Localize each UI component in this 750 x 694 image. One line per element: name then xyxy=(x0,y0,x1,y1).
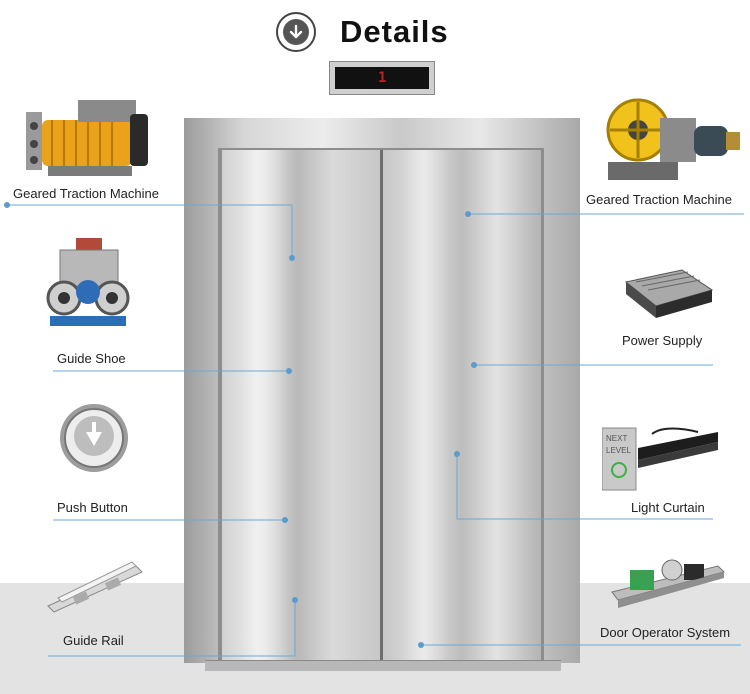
page-title: Details xyxy=(340,14,449,49)
floor-indicator-digit: 1 xyxy=(378,70,387,86)
light-curtain-sign-text-2: LEVEL xyxy=(606,446,631,455)
light-curtain-sign-text-1: NEXT xyxy=(606,434,628,443)
push-button-image xyxy=(58,402,130,474)
part-label-door-operator-system: Door Operator System xyxy=(600,625,731,640)
elevator-door-left xyxy=(222,150,380,663)
geared-traction-machine-image xyxy=(602,92,744,186)
power-supply-image xyxy=(622,268,716,320)
door-sill xyxy=(205,660,561,671)
floor-indicator-display: 1 xyxy=(329,61,435,95)
part-label-push-button: Push Button xyxy=(57,500,128,515)
part-label-power-supply: Power Supply xyxy=(622,333,703,348)
circle-arrow-down-icon xyxy=(276,12,316,52)
page-header: Details xyxy=(276,10,449,54)
door-seam xyxy=(380,150,383,663)
elevator-door-right xyxy=(383,150,541,663)
guide-rail-image xyxy=(44,554,144,616)
part-label-guide-rail: Guide Rail xyxy=(63,633,124,648)
guide-shoe-image xyxy=(40,236,136,332)
geared-traction-machine-image xyxy=(18,92,158,184)
door-operator-system-image xyxy=(610,556,726,612)
part-label-geared-traction-machine-right: Geared Traction Machine xyxy=(586,192,732,207)
part-label-light-curtain: Light Curtain xyxy=(631,500,705,515)
light-curtain-image: NEXT LEVEL xyxy=(601,426,720,492)
part-label-geared-traction-machine-left: Geared Traction Machine xyxy=(13,186,159,201)
part-label-guide-shoe: Guide Shoe xyxy=(57,351,126,366)
